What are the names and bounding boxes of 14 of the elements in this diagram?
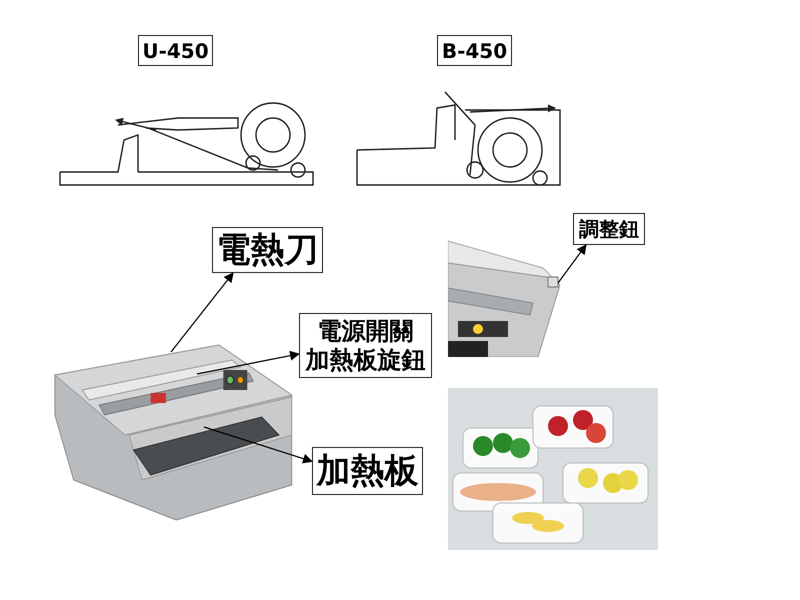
leader-arrow <box>558 244 587 284</box>
leader-arrow <box>170 272 234 352</box>
leader-arrow <box>196 350 300 375</box>
label-text: U-450 <box>142 38 209 62</box>
label-text: 電源開關 <box>318 316 414 346</box>
label-text: 電熱刀 <box>216 230 318 270</box>
label-text: 加熱板旋鈕 <box>306 346 426 374</box>
label-text: 調整鈕 <box>579 217 639 241</box>
label-text: B-450 <box>442 38 508 62</box>
label-box <box>573 213 645 245</box>
leader-arrow <box>204 426 313 464</box>
label-box <box>299 313 432 378</box>
label-box <box>437 35 512 66</box>
label-text: 加熱板 <box>316 450 418 492</box>
